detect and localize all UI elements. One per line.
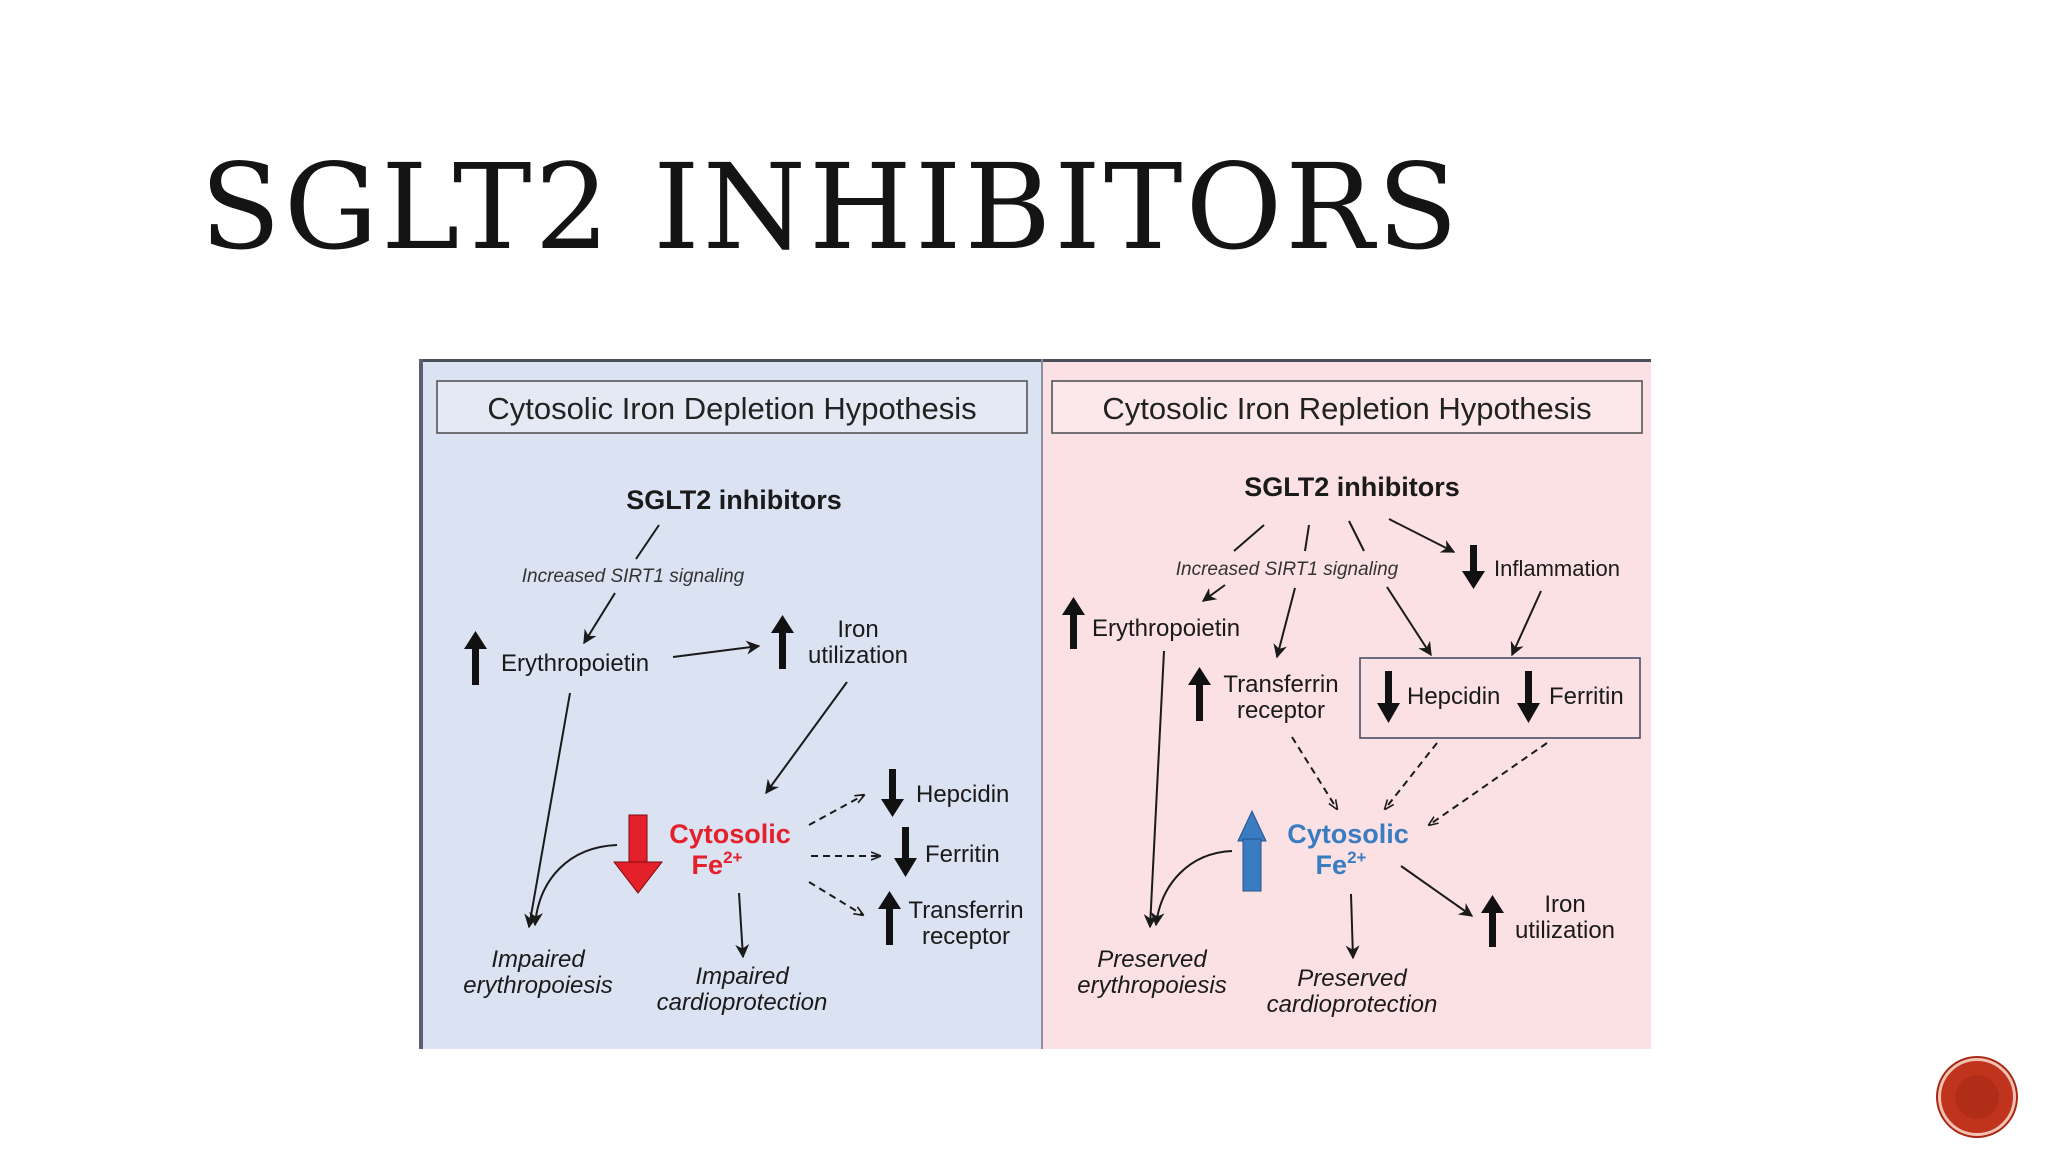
right-ferritin-down-arrow-icon bbox=[1517, 671, 1540, 723]
left-iron-utilization-line2: utilization bbox=[808, 642, 908, 669]
left-outcome1-line2: erythropoiesis bbox=[463, 972, 612, 999]
left-transferrin-line2: receptor bbox=[922, 923, 1010, 950]
right-hepcidin-label: Hepcidin bbox=[1407, 683, 1500, 710]
left-outcome2-line1: Impaired bbox=[695, 963, 789, 990]
right-transferrin-line1: Transferrin bbox=[1223, 671, 1338, 698]
right-hepcidin-ferritin-box bbox=[1359, 657, 1641, 739]
slide-title: SGLT2 INHIBITORS bbox=[200, 138, 1461, 276]
left-outcome1-line1: Impaired bbox=[491, 946, 585, 973]
right-panel-heading-box bbox=[1051, 380, 1643, 434]
next-slide-icon bbox=[1955, 1075, 1999, 1119]
left-transferrin-line1: Transferrin bbox=[908, 897, 1023, 924]
left-outcome2-line2: cardioprotection bbox=[657, 989, 828, 1016]
right-ferritin-label: Ferritin bbox=[1549, 683, 1624, 710]
right-cytosolic-label: Cytosolic bbox=[1287, 819, 1409, 849]
right-panel: Cytosolic Iron Repletion Hypothesis SGLT… bbox=[1051, 380, 1643, 1018]
right-inflammation-down-arrow-icon bbox=[1462, 545, 1485, 589]
right-outcome1-line1: Preserved bbox=[1097, 946, 1207, 973]
right-outcome1-line2: erythropoiesis bbox=[1077, 972, 1226, 999]
right-drug-label: SGLT2 inhibitors bbox=[1244, 472, 1460, 502]
left-erythropoietin-label: Erythropoietin bbox=[501, 650, 649, 677]
right-outcome2-line2: cardioprotection bbox=[1267, 991, 1438, 1018]
left-panel: Cytosolic Iron Depletion Hypothesis SGLT… bbox=[436, 380, 1028, 1016]
next-slide-button[interactable] bbox=[1938, 1058, 2016, 1136]
red-down-arrow-icon bbox=[612, 814, 664, 894]
left-hepcidin-label: Hepcidin bbox=[916, 781, 1009, 808]
right-iron-up-arrow-icon bbox=[1481, 895, 1504, 947]
left-up-arrow-icon bbox=[464, 631, 487, 685]
right-panel-background bbox=[1043, 359, 1651, 1049]
right-transferrin-line2: receptor bbox=[1237, 697, 1325, 724]
right-iron-utilization-line2: utilization bbox=[1515, 917, 1615, 944]
left-panel-heading-box bbox=[436, 380, 1028, 434]
right-fe-label: Fe2+ bbox=[1316, 848, 1367, 880]
right-hepcidin-down-arrow-icon bbox=[1377, 671, 1400, 723]
left-transferrin-up-arrow-icon bbox=[878, 891, 901, 945]
left-iron-utilization-line1: Iron bbox=[837, 616, 878, 643]
right-transferrin-up-arrow-icon bbox=[1188, 667, 1211, 721]
left-hepcidin-down-arrow-icon bbox=[881, 769, 904, 817]
left-fe-label: Fe2+ bbox=[692, 848, 743, 880]
blue-up-arrow-icon bbox=[1237, 809, 1267, 892]
iron-hypothesis-diagram: Cytosolic Iron Depletion Hypothesis SGLT… bbox=[419, 359, 1651, 1049]
left-signal-label: Increased SIRT1 signaling bbox=[522, 566, 745, 587]
left-panel-heading: Cytosolic Iron Depletion Hypothesis bbox=[487, 391, 976, 426]
right-erythropoietin-up-arrow-icon bbox=[1062, 597, 1085, 649]
left-iron-up-arrow-icon bbox=[771, 615, 794, 669]
right-iron-utilization-line1: Iron bbox=[1544, 891, 1585, 918]
right-inflammation-label: Inflammation bbox=[1494, 556, 1620, 581]
left-cytosolic-label: Cytosolic bbox=[669, 819, 791, 849]
left-ferritin-label: Ferritin bbox=[925, 841, 1000, 868]
right-signal-label: Increased SIRT1 signaling bbox=[1176, 559, 1399, 580]
right-panel-heading: Cytosolic Iron Repletion Hypothesis bbox=[1102, 391, 1591, 426]
right-erythropoietin-label: Erythropoietin bbox=[1092, 615, 1240, 642]
right-outcome2-line1: Preserved bbox=[1297, 965, 1407, 992]
left-panel-background bbox=[419, 359, 1043, 1049]
left-drug-label: SGLT2 inhibitors bbox=[626, 485, 842, 515]
left-ferritin-down-arrow-icon bbox=[894, 827, 917, 877]
